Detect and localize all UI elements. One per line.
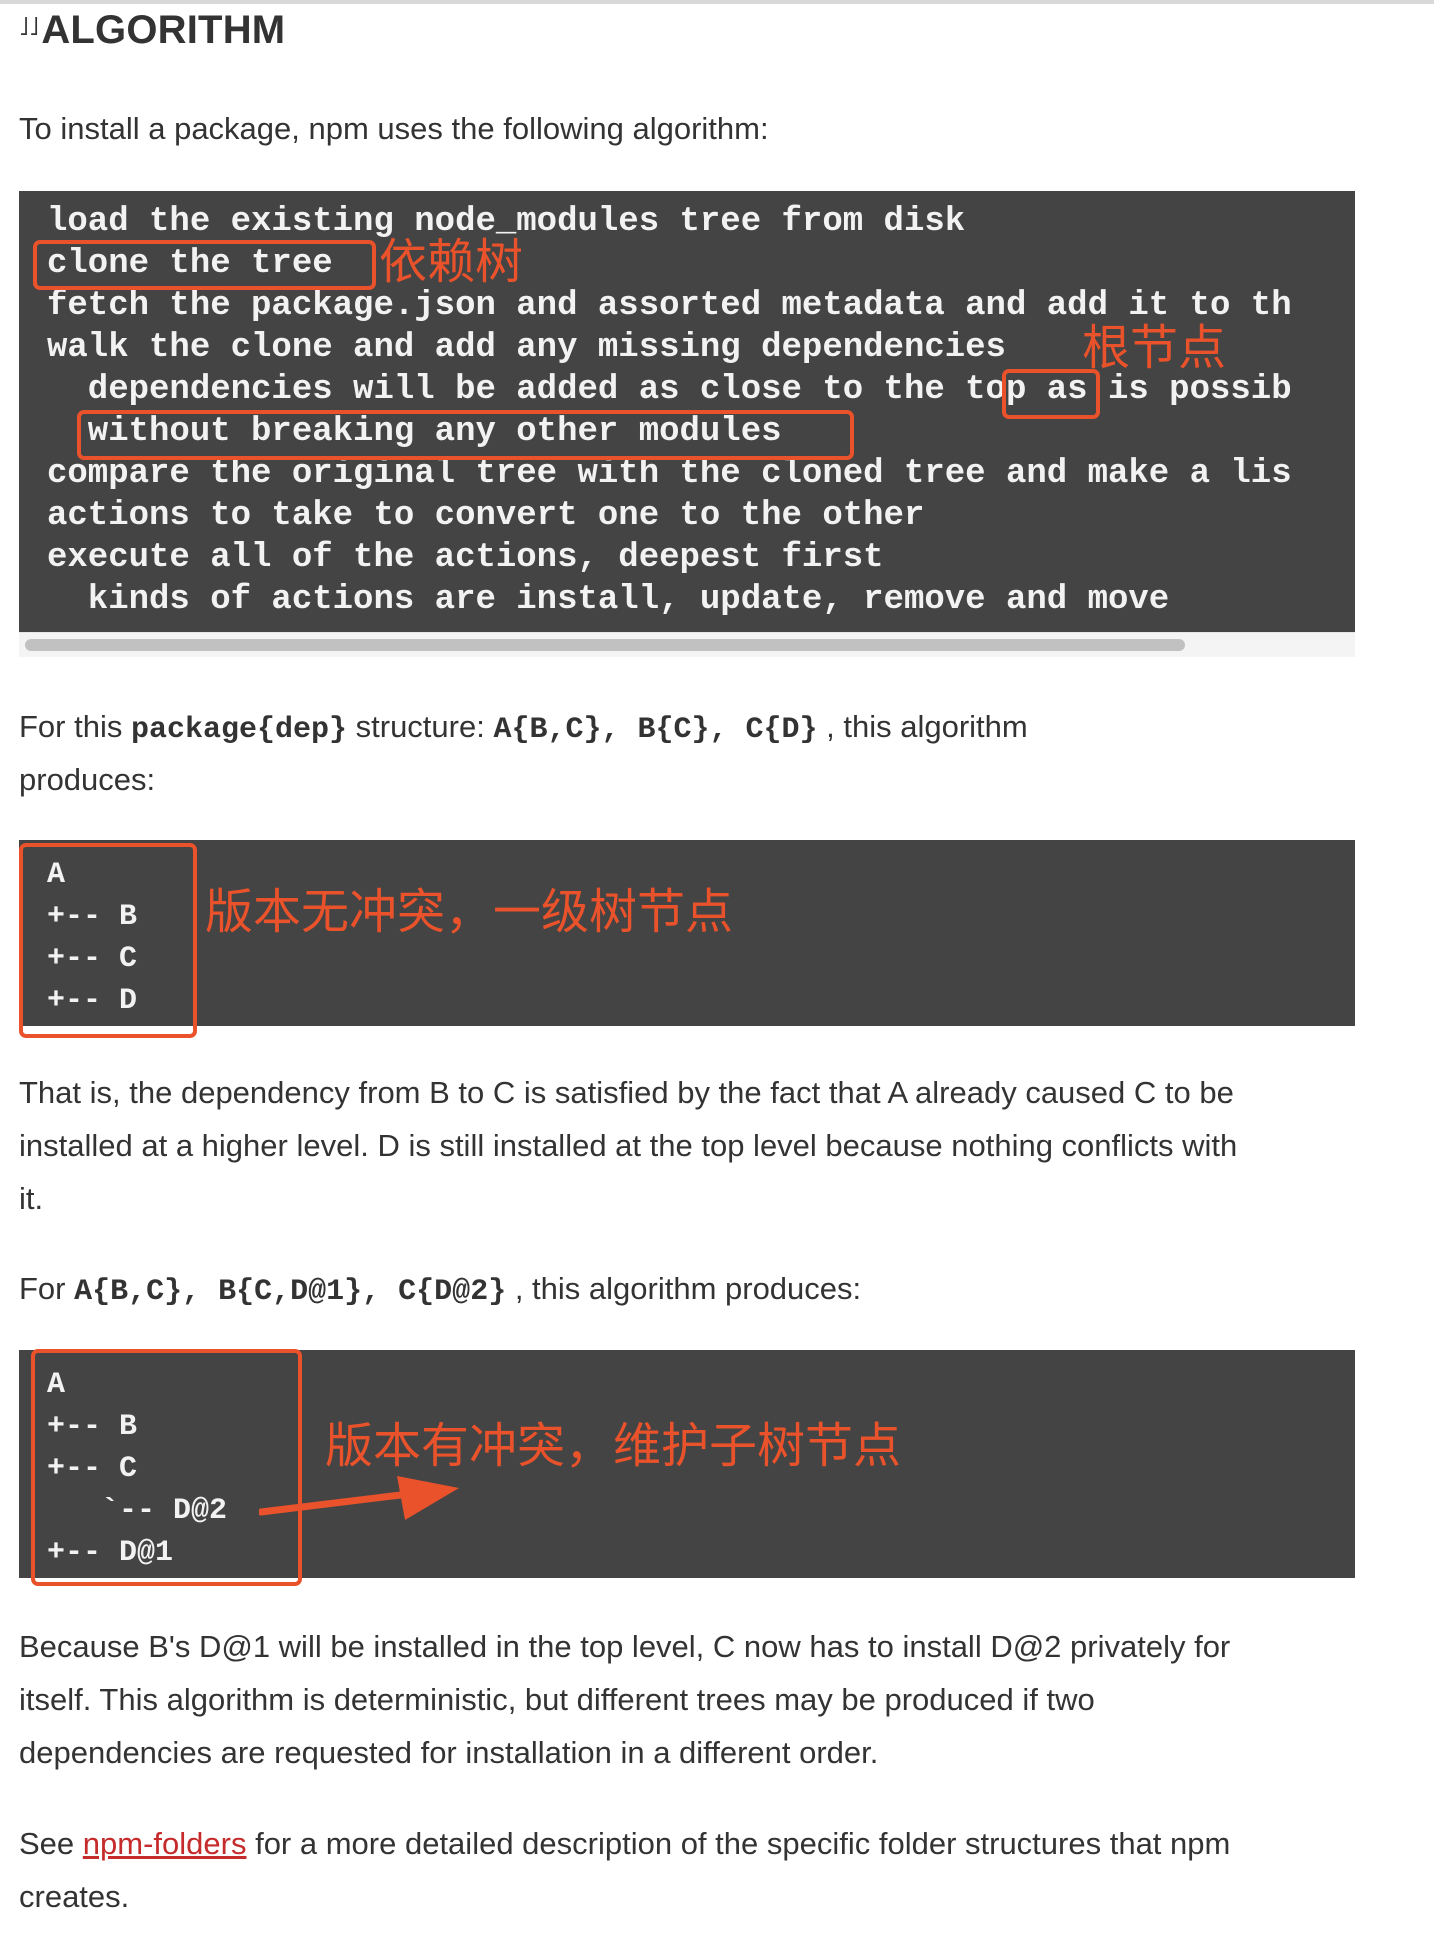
- code-line: +-- C: [47, 1452, 138, 1486]
- code-line: +-- D@1: [47, 1536, 174, 1570]
- explain2-line3: dependencies are requested for installat…: [19, 1735, 879, 1770]
- code-line: +-- C: [47, 942, 138, 976]
- code-line: load the existing node_modules tree from…: [47, 203, 966, 241]
- code-scrollbar-thumb[interactable]: [25, 639, 1185, 651]
- code-line: actions to take to convert one to the ot…: [47, 497, 925, 535]
- annotation-no-conflict: 版本无冲突，一级树节点: [205, 884, 734, 940]
- explain2-line2: itself. This algorithm is deterministic,…: [19, 1682, 1095, 1717]
- annotation-conflict: 版本有冲突，维护子树节点: [325, 1418, 902, 1474]
- highlight-clone-the-tree: [33, 240, 376, 290]
- code-line: +-- D: [47, 984, 138, 1018]
- algorithm-code-lines: load the existing node_modules tree from…: [47, 201, 1292, 621]
- intro-paragraph: To install a package, npm uses the follo…: [19, 111, 769, 146]
- section-heading-title: ALGORITHM: [41, 8, 286, 52]
- code-line: A: [47, 1368, 66, 1402]
- explain2-line1: Because B's D@1 will be installed in the…: [19, 1629, 1231, 1664]
- example1-paragraph: For this package{dep} structure: A{B,C},…: [19, 709, 1028, 747]
- code-line: kinds of actions are install, update, re…: [47, 581, 1170, 619]
- annotation-arrow-head: [397, 1476, 459, 1520]
- code-line: dependencies will be added as close to t…: [47, 371, 1292, 409]
- code-line: compare the original tree with the clone…: [47, 455, 1292, 493]
- annotation-dependency-tree: 依赖树: [379, 234, 524, 290]
- top-divider: [0, 0, 1434, 4]
- tree2-code-lines: A +-- B +-- C `-- D@2 +-- D@1: [47, 1364, 227, 1574]
- code-line: +-- B: [47, 900, 138, 934]
- code-line: without breaking any other modules: [47, 413, 782, 451]
- explain1-line1: That is, the dependency from B to C is s…: [19, 1075, 1234, 1110]
- highlight-tree2: [31, 1349, 302, 1586]
- tree2-code-block: A +-- B +-- C `-- D@2 +-- D@1: [19, 1350, 1355, 1578]
- link-icon[interactable]: ˩˩: [19, 11, 40, 41]
- section-heading: ˩˩ALGORITHM: [19, 8, 285, 53]
- inline-code: A{B,C}, B{C}, C{D}: [493, 713, 818, 747]
- inline-code: A{B,C}, B{C,D@1}, C{D@2}: [74, 1275, 507, 1309]
- explain1-line2: installed at a higher level. D is still …: [19, 1128, 1238, 1163]
- annotation-arrow-shaft: [259, 1490, 413, 1516]
- code-line: A: [47, 858, 66, 892]
- npm-folders-link[interactable]: npm-folders: [82, 1826, 247, 1861]
- example2-paragraph: For A{B,C}, B{C,D@1}, C{D@2} , this algo…: [19, 1271, 862, 1309]
- highlight-without-breaking: [77, 410, 854, 460]
- tree1-code-lines: A +-- B +-- C +-- D: [47, 854, 137, 1022]
- code-line: walk the clone and add any missing depen…: [47, 329, 1006, 367]
- annotation-root-node: 根节点: [1082, 320, 1227, 376]
- code-line: clone the tree: [47, 245, 333, 283]
- code-line: fetch the package.json and assorted meta…: [47, 287, 1292, 325]
- code-line: `-- D@2: [47, 1494, 228, 1528]
- code-scrollbar[interactable]: [19, 632, 1355, 657]
- code-line: execute all of the actions, deepest firs…: [47, 539, 884, 577]
- example1-paragraph-line2: produces:: [19, 762, 156, 797]
- see-also-line2: creates.: [19, 1879, 130, 1914]
- tree1-code-block: A +-- B +-- C +-- D: [19, 840, 1355, 1026]
- annotation-arrow: [259, 1476, 459, 1520]
- highlight-tree1: [19, 843, 197, 1038]
- highlight-top: [1002, 369, 1100, 419]
- algorithm-code-block: load the existing node_modules tree from…: [19, 191, 1355, 632]
- inline-code: package{dep}: [130, 713, 348, 747]
- explain1-line3: it.: [19, 1181, 44, 1216]
- see-also-paragraph: See npm-folders for a more detailed desc…: [19, 1826, 1231, 1861]
- code-line: +-- B: [47, 1410, 138, 1444]
